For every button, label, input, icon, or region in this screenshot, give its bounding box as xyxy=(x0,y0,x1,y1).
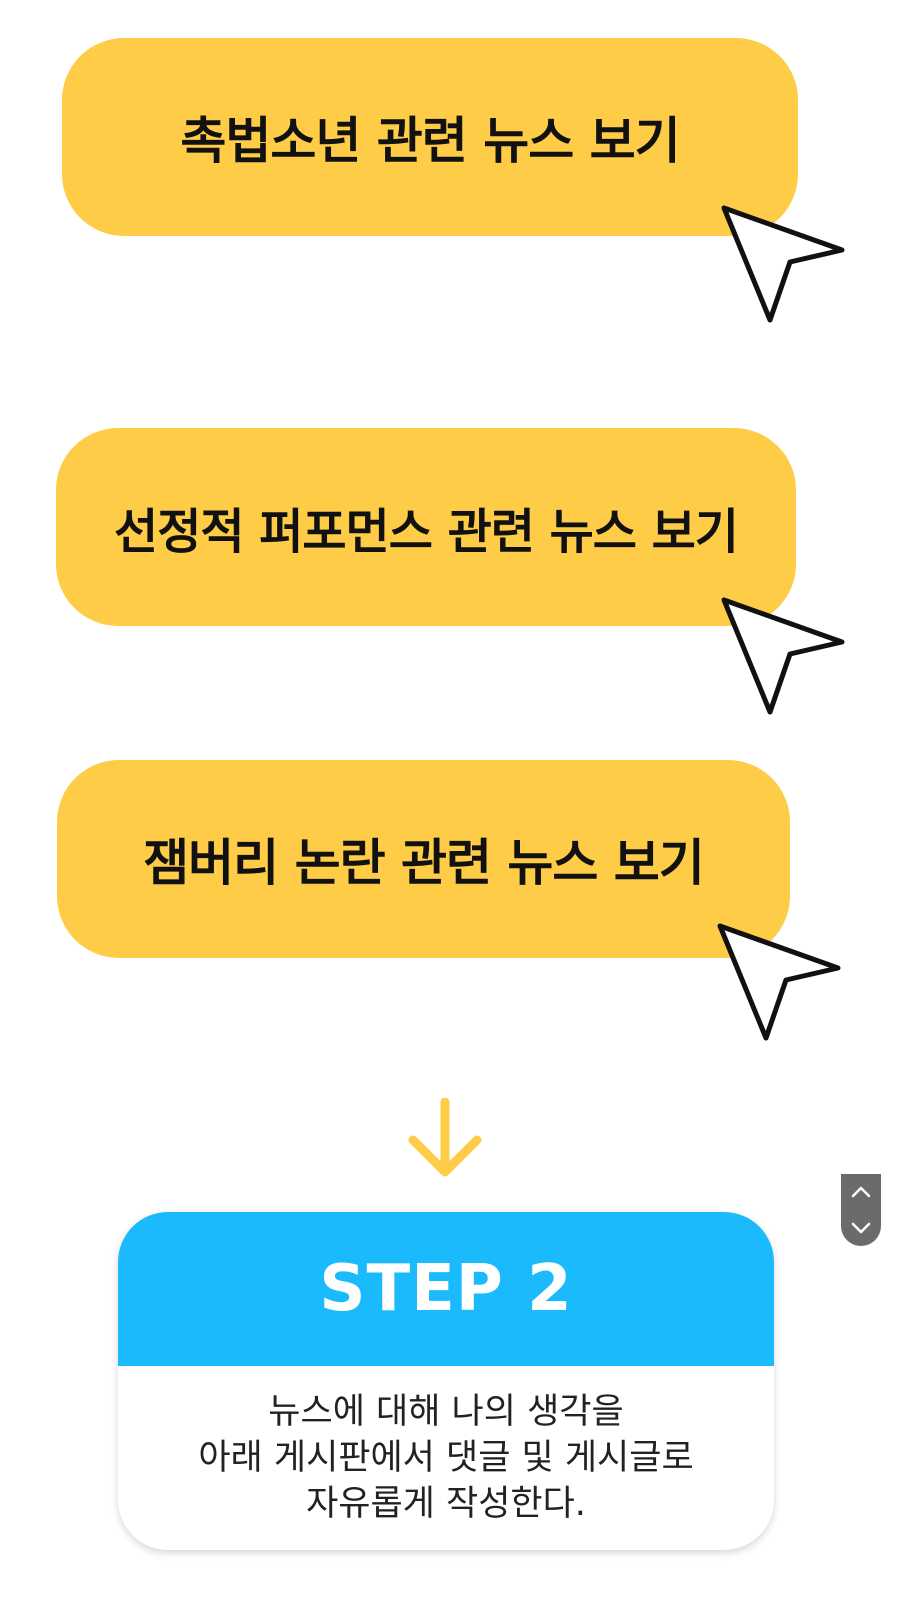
chevron-down-icon[interactable] xyxy=(850,1221,872,1235)
chevron-up-icon[interactable] xyxy=(850,1185,872,1199)
news-button-provocative-performance[interactable]: 선정적 퍼포먼스 관련 뉴스 보기 xyxy=(56,428,796,626)
step-header: STEP 2 xyxy=(118,1212,774,1366)
step-card: STEP 2 뉴스에 대해 나의 생각을 아래 게시판에서 댓글 및 게시글로 … xyxy=(118,1212,774,1550)
news-button-label: 잼버리 논란 관련 뉴스 보기 xyxy=(143,834,705,892)
cursor-pointer-icon xyxy=(717,923,841,1041)
cursor-pointer-icon xyxy=(721,205,845,323)
news-button-label: 선정적 퍼포먼스 관련 뉴스 보기 xyxy=(114,504,739,560)
arrow-down-icon xyxy=(408,1098,482,1177)
scroll-control[interactable] xyxy=(841,1174,881,1246)
step-description-line: 아래 게시판에서 댓글 및 게시글로 xyxy=(198,1437,694,1478)
news-button-label: 촉법소년 관련 뉴스 보기 xyxy=(180,112,680,170)
cursor-pointer-icon xyxy=(721,597,845,715)
step-description-line: 자유롭게 작성한다. xyxy=(306,1484,586,1525)
step-description: 뉴스에 대해 나의 생각을 아래 게시판에서 댓글 및 게시글로 자유롭게 작성… xyxy=(118,1366,774,1550)
news-button-jamboree-controversy[interactable]: 잼버리 논란 관련 뉴스 보기 xyxy=(57,760,790,958)
step-title: STEP 2 xyxy=(319,1252,573,1326)
step-description-line: 뉴스에 대해 나의 생각을 xyxy=(268,1391,624,1432)
news-button-juvenile-offenders[interactable]: 촉법소년 관련 뉴스 보기 xyxy=(62,38,798,236)
